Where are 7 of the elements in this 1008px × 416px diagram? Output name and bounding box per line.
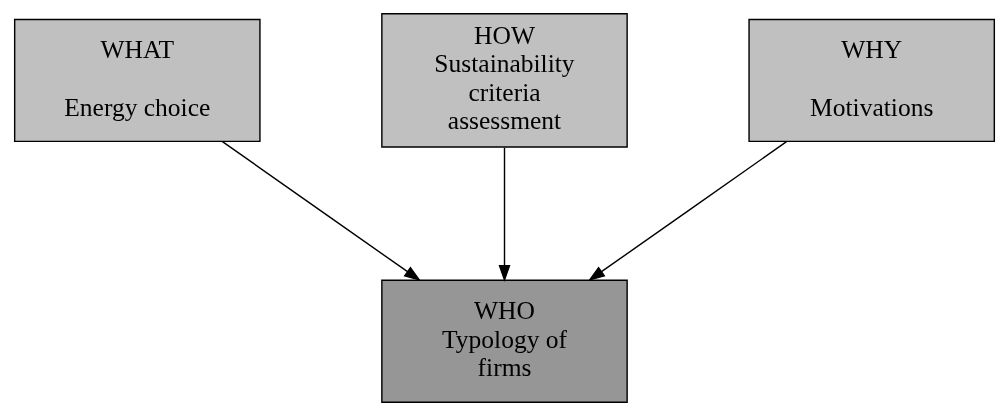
arrow [498,146,510,283]
arrow [587,140,787,282]
node-box: WHO Typology of firms [380,279,628,403]
arrow [221,140,421,282]
node-box: WHY Motivations [747,18,995,143]
node-box: WHAT Energy choice [13,18,261,143]
node-box: HOW Sustainability criteria assessment [380,13,628,148]
